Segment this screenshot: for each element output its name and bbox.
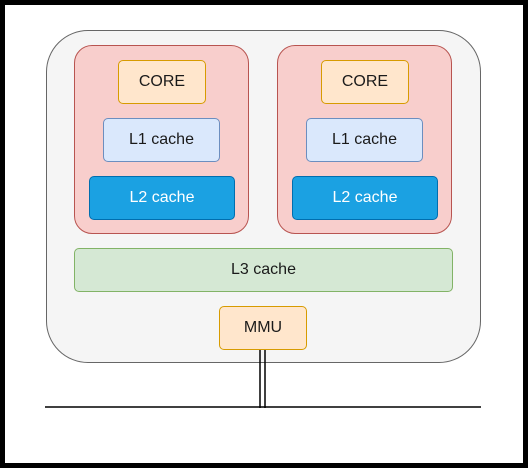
l1-cache-1-box: L1 cache [103,118,220,162]
core-1-box: CORE [118,60,206,104]
l2-cache-2-box: L2 cache [292,176,438,220]
core-2-box: CORE [321,60,409,104]
l1-cache-2-box: L1 cache [306,118,423,162]
l2-cache-1-box: L2 cache [89,176,235,220]
mmu-box: MMU [219,306,307,350]
l3-cache-box: L3 cache [74,248,453,292]
